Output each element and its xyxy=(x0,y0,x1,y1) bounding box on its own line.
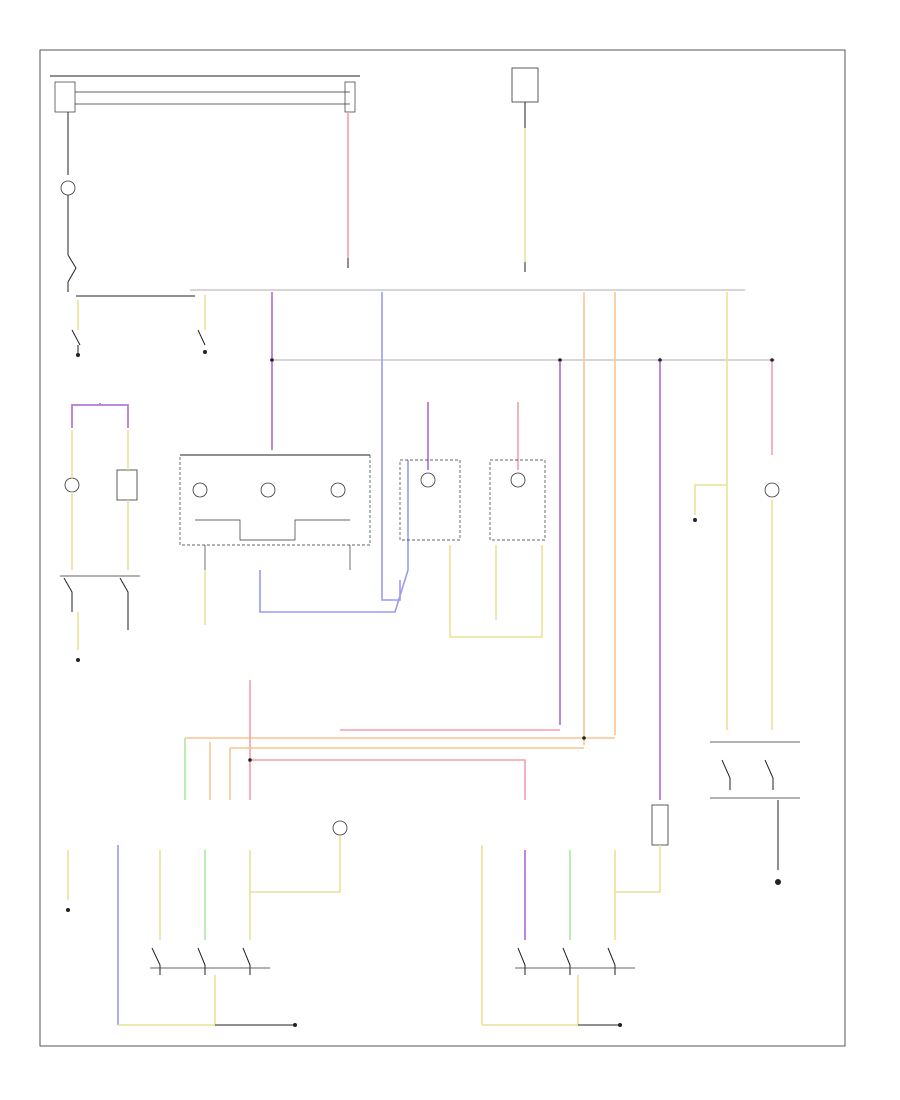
right-switch-block xyxy=(710,741,800,885)
mid-right-lamps xyxy=(399,402,546,638)
diagram-border xyxy=(39,49,846,1047)
bottom-right-switches xyxy=(481,804,669,1027)
left-door-switch-group xyxy=(71,295,207,357)
center-courtesy-module xyxy=(179,292,371,625)
left-lamp-pair xyxy=(60,403,140,662)
red-bus xyxy=(249,680,560,800)
bottom-left-switches xyxy=(66,820,348,1027)
instrument-cluster-top xyxy=(511,67,539,272)
orange-bus-2 xyxy=(229,747,584,800)
connector-nodes xyxy=(248,358,774,762)
fuse-block-top-left xyxy=(50,75,360,297)
blue-wire xyxy=(259,292,409,613)
right-column-wires xyxy=(693,292,780,730)
orange-bus xyxy=(185,737,615,800)
